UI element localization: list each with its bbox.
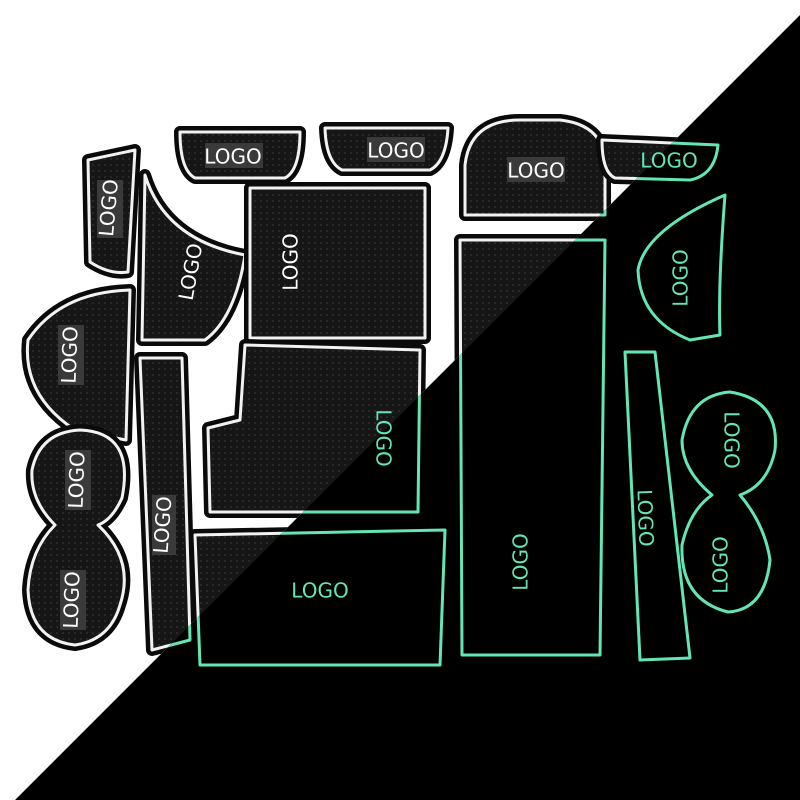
logo-text: LOGO [507,159,564,183]
logo-text: LOGO [291,579,348,603]
logo-plate [367,137,425,162]
pad-logo-label: LOGO [204,143,263,169]
logo-plate [205,143,263,168]
pad-logo-label: LOGO [669,249,693,306]
pad-cupholder-right-glow [680,390,777,614]
pad-logo-label: LOGO [507,157,565,183]
logo-text: LOGO [64,451,90,509]
pad-pocket-fan-right-glow [636,193,727,342]
logo-text: LOGO [372,409,396,466]
logo-plate [507,157,565,182]
pad-logo-label: LOGO [279,233,303,290]
logo-text: LOGO [149,495,177,554]
logo-text: LOGO [720,411,744,468]
pad-logo-label: LOGO [633,489,659,547]
pad-logo-label: LOGO [509,533,533,590]
logo-text: LOGO [59,571,85,629]
pad-labels: LOGO LOGO LOGO LOGO LOGO LOGO LOGO LOGO LOGO LOGO… [57,137,744,630]
pad-logo-label: LOGO [59,570,86,630]
logo-text: LOGO [204,145,261,169]
pad-logo-label: LOGO [720,411,744,468]
logo-plate [152,495,176,555]
pad-logo-label: LOGO [709,536,733,593]
logo-plate [58,325,84,385]
logo-text: LOGO [367,139,424,163]
pad-logo-label: LOGO [291,579,348,603]
logo-plate [60,570,86,630]
pad-logo-label: LOGO [94,178,123,238]
logo-text: LOGO [279,233,303,290]
logo-text: LOGO [640,149,697,173]
pad-logo-label: LOGO [372,409,396,466]
pad-logo-label: LOGO [64,450,91,510]
pad-pocket-bottom-wide-glow [193,528,447,667]
logo-plate [65,450,91,510]
logo-text: LOGO [633,489,659,547]
pad-logo-label: LOGO [640,149,697,173]
logo-plate [97,180,123,238]
pad-cupholder-left [26,428,126,647]
logo-text: LOGO [57,326,83,384]
logo-text: LOGO [94,178,123,237]
pad-logo-label: LOGO [367,137,425,163]
logo-text: LOGO [709,536,733,593]
pad-logo-label: LOGO [57,325,84,385]
logo-text: LOGO [509,533,533,590]
logo-text: LOGO [669,249,693,306]
pad-logo-label: LOGO [149,495,177,555]
pad-pocket-square-top [248,186,427,340]
pad-strip-right-long-glow [623,350,692,662]
